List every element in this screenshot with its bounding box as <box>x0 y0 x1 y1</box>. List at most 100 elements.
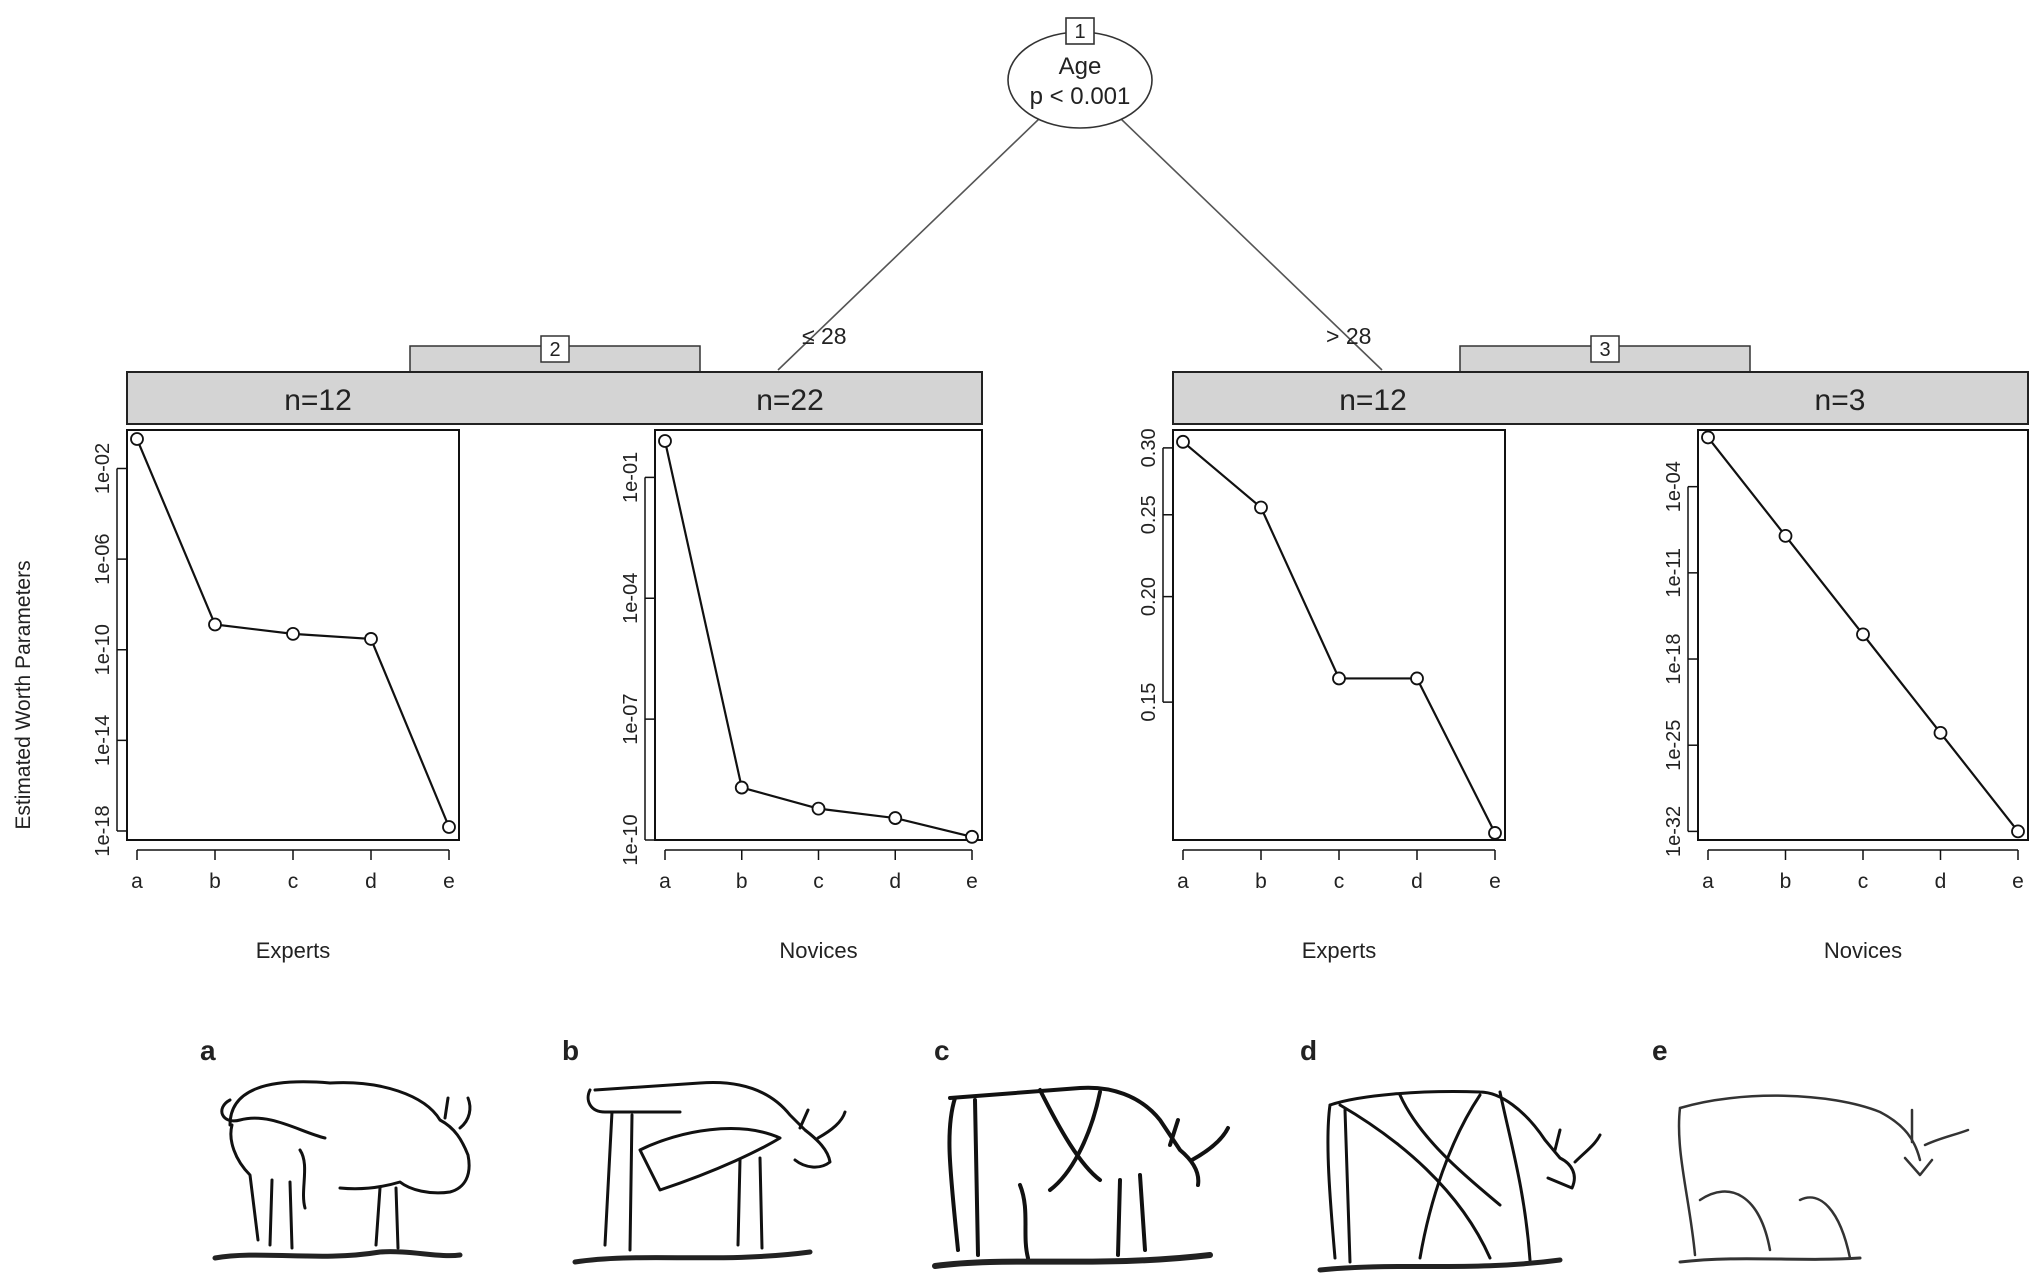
data-point-a <box>130 432 144 446</box>
x-tick-label: b <box>1255 870 1267 893</box>
data-point-e <box>1488 826 1502 840</box>
panel-frame <box>654 429 983 841</box>
node-2-header: 2 n=12 n=22 <box>126 335 983 425</box>
x-tick-label: d <box>365 870 377 893</box>
x-tick-label: a <box>1702 870 1714 893</box>
edge-label-left: ≤ 28 <box>802 323 847 349</box>
tree-edge-right <box>1119 117 1383 371</box>
x-axis-title: Experts <box>1302 938 1377 963</box>
data-point-a <box>1701 430 1715 445</box>
y-tick-label: 1e-10 <box>92 624 114 675</box>
y-tick-label: 1e-11 <box>1663 548 1685 598</box>
x-tick-label: c <box>288 870 299 893</box>
sketch-label-c: c <box>934 1035 950 1066</box>
x-tick-label: d <box>1411 870 1423 893</box>
sketch-label-d: d <box>1300 1035 1317 1066</box>
node-2-panel-2-n: n=22 <box>756 384 824 417</box>
x-tick-label: d <box>1935 870 1947 893</box>
node-3-id: 3 <box>1599 339 1610 361</box>
y-tick-label: 0.15 <box>1138 683 1160 722</box>
data-point-b <box>734 780 749 795</box>
root-node-variable: Age <box>1059 53 1102 80</box>
y-axis-title: Estimated Worth Parameters <box>12 560 35 829</box>
x-tick-label: b <box>1780 870 1792 893</box>
y-tick-label: 1e-06 <box>92 534 114 585</box>
y-tick-label: 1e-18 <box>1663 633 1685 684</box>
edge-label-right: > 28 <box>1326 323 1371 349</box>
y-tick-label: 1e-07 <box>620 694 642 745</box>
root-node-p-value: p < 0.001 <box>1030 83 1131 110</box>
data-point-e <box>442 820 456 834</box>
node-2-bar <box>126 371 983 425</box>
x-tick-label: e <box>966 870 978 893</box>
data-point-b <box>1254 500 1268 515</box>
x-axis-title: Experts <box>256 938 331 963</box>
data-point-a <box>658 434 672 448</box>
data-point-d <box>1933 725 1948 740</box>
x-tick-label: a <box>1177 870 1189 893</box>
x-tick-label: e <box>443 870 455 893</box>
panel-frame <box>1172 429 1506 841</box>
bull-sketch-a <box>212 1080 472 1261</box>
x-tick-label: a <box>131 870 143 893</box>
root-node-id-box <box>1065 17 1095 45</box>
bull-sketch-d <box>1317 1090 1602 1273</box>
x-axis-title: Novices <box>1824 938 1902 963</box>
data-point-d <box>888 811 903 825</box>
y-tick-label: 1e-01 <box>620 452 642 503</box>
x-tick-label: c <box>1858 870 1869 893</box>
y-tick-label: 0.25 <box>1138 495 1160 534</box>
sketch-labels: a b c d e <box>200 1035 1668 1066</box>
bull-sketch-c <box>932 1085 1230 1269</box>
bull-sketch-b <box>572 1081 847 1265</box>
y-tick-label: 1e-32 <box>1663 806 1685 857</box>
x-tick-label: e <box>1489 870 1501 893</box>
y-tick-label: 1e-04 <box>1663 461 1685 512</box>
data-point-b <box>208 617 222 632</box>
bull-sketch-e <box>1677 1094 1970 1264</box>
x-axis-title: Novices <box>779 938 857 963</box>
y-tick-label: 1e-02 <box>92 443 114 494</box>
y-tick-label: 1e-10 <box>620 814 642 865</box>
data-point-c <box>1856 627 1870 642</box>
data-point-c <box>811 801 826 816</box>
y-tick-label: 1e-14 <box>92 715 114 766</box>
node-2-panel-1-n: n=12 <box>284 384 352 417</box>
y-tick-label: 1e-04 <box>620 573 642 624</box>
data-point-d <box>1410 671 1424 686</box>
y-tick-label: 1e-18 <box>92 805 114 856</box>
node-3-bar <box>1172 371 2029 425</box>
data-point-c <box>1332 671 1346 686</box>
node-3-panel-2-n: n=3 <box>1815 384 1866 417</box>
node-2-id: 2 <box>549 339 560 361</box>
y-tick-label: 0.20 <box>1138 577 1160 616</box>
x-tick-label: c <box>1334 870 1345 893</box>
data-point-b <box>1778 529 1793 543</box>
x-tick-label: d <box>889 870 901 893</box>
sketch-label-a: a <box>200 1035 216 1066</box>
y-tick-label: 0.30 <box>1138 428 1160 467</box>
data-point-c <box>286 627 300 641</box>
root-node-ellipse <box>1007 31 1153 129</box>
data-point-e <box>2011 824 2025 839</box>
x-tick-label: b <box>736 870 748 893</box>
x-tick-label: c <box>813 870 824 893</box>
y-tick-label: 1e-25 <box>1663 720 1685 771</box>
tree-edge-left <box>777 117 1041 371</box>
root-node-id: 1 <box>1074 21 1085 43</box>
sketch-label-b: b <box>562 1035 579 1066</box>
x-tick-label: a <box>659 870 671 893</box>
node-3-panel-1-n: n=12 <box>1339 384 1407 417</box>
x-tick-label: e <box>2012 870 2024 893</box>
x-tick-label: b <box>209 870 221 893</box>
node-2-id-box <box>540 335 570 363</box>
data-point-e <box>965 829 979 844</box>
node-3-header: 3 n=12 n=3 <box>1172 335 2029 425</box>
sketch-label-e: e <box>1652 1035 1668 1066</box>
